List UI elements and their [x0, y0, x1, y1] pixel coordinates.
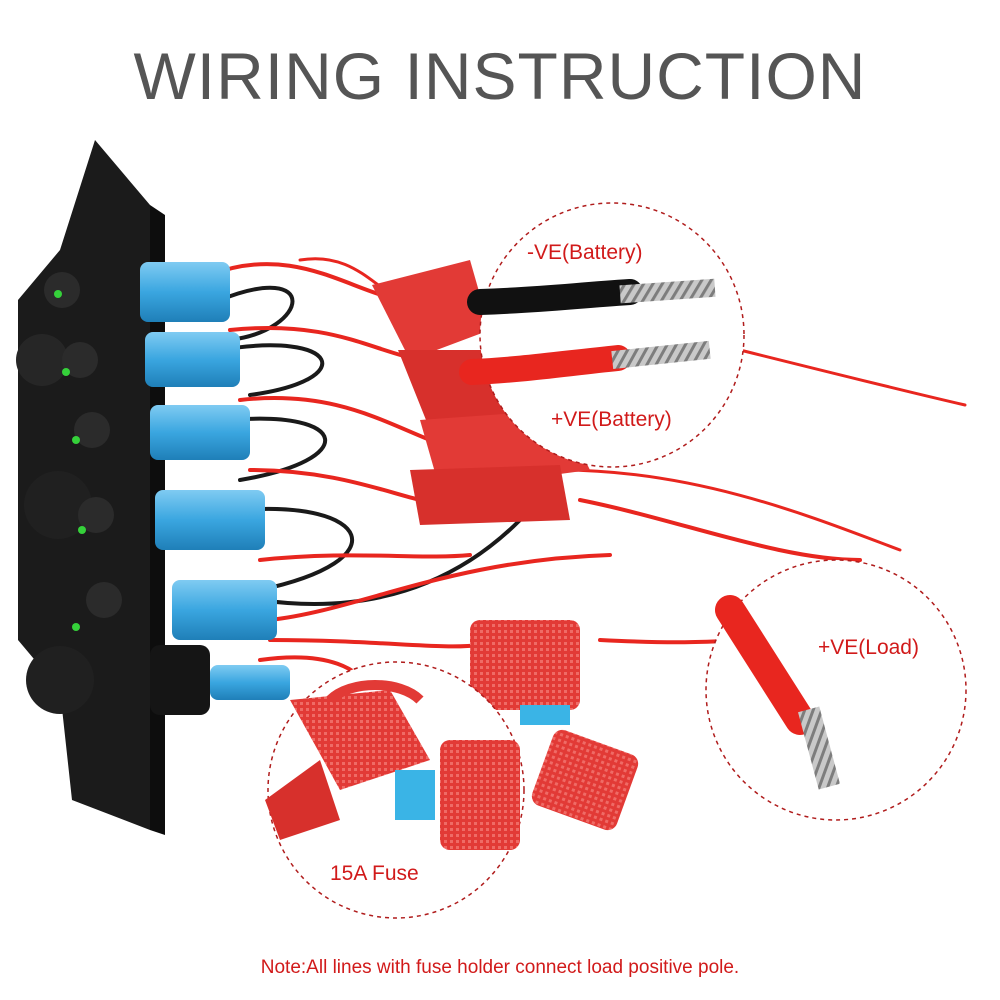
note-text: Note:All lines with fuse holder connect … — [260, 957, 740, 978]
label-negative-battery: -VE(Battery) — [527, 241, 643, 264]
callout-load — [705, 559, 967, 821]
voltmeter — [24, 471, 92, 539]
indicator-led-3 — [72, 436, 80, 444]
label-positive-battery: +VE(Battery) — [551, 408, 672, 431]
callout-fuse — [265, 661, 525, 919]
socket-top — [16, 334, 68, 386]
lower-fuse-holders — [470, 620, 639, 831]
indicator-led-5 — [72, 623, 80, 631]
socket-sleeve — [150, 645, 210, 715]
rocker-switch-1 — [44, 272, 80, 308]
blue-connectors — [140, 262, 290, 700]
callout-battery — [459, 202, 745, 468]
rocker-switch-3 — [74, 412, 110, 448]
indicator-led-2 — [62, 368, 70, 376]
rocker-switch-4 — [78, 497, 114, 533]
rocker-switch-2 — [62, 342, 98, 378]
rocker-switch-5 — [86, 582, 122, 618]
fuse-15a — [395, 770, 435, 820]
label-positive-load: +VE(Load) — [818, 636, 919, 659]
indicator-led-4 — [78, 526, 86, 534]
socket-bottom — [26, 646, 94, 714]
page-title: WIRING INSTRUCTION — [133, 39, 867, 113]
indicator-led-1 — [54, 290, 62, 298]
switch-panel — [16, 140, 210, 835]
label-fuse: 15A Fuse — [330, 862, 419, 885]
